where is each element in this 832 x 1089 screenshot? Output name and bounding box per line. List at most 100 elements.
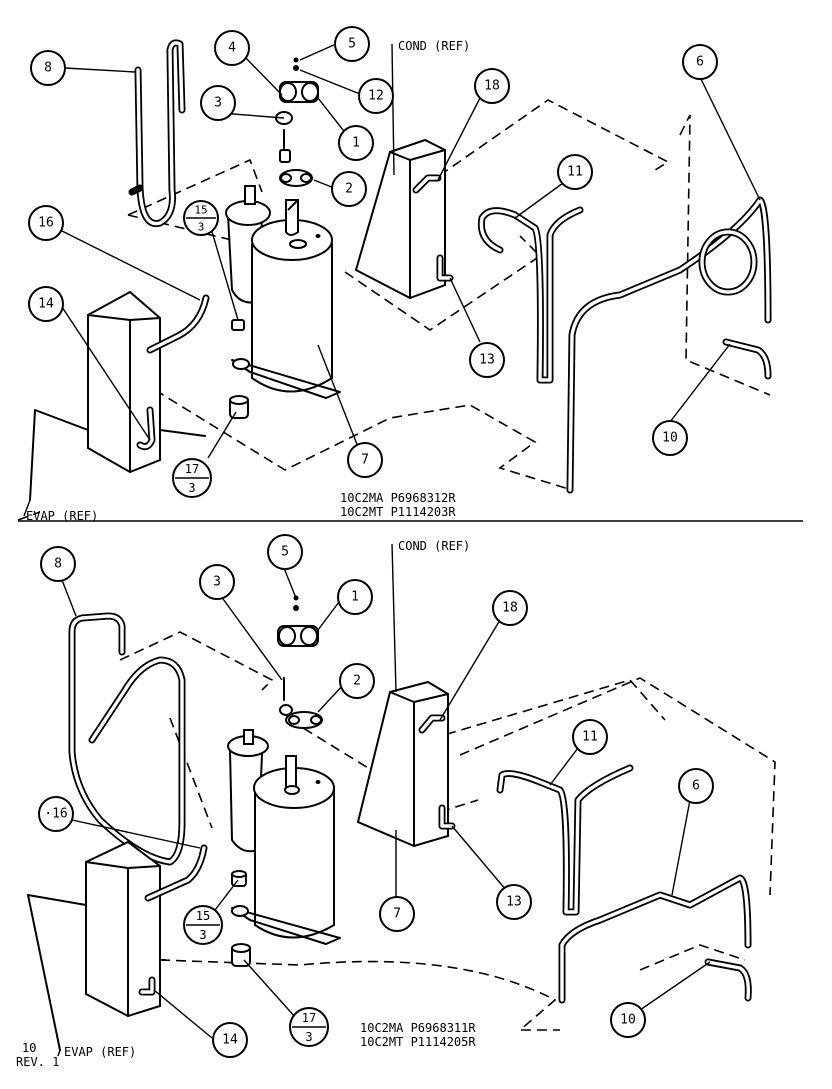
callout-5: 5 [334,26,370,62]
condenser [356,680,456,848]
dashed-outline [679,114,771,396]
dashed-outline [127,158,263,216]
valve-assembly [275,57,319,187]
svg-text:8: 8 [44,61,52,76]
svg-text:3: 3 [213,575,221,590]
callout-14: 14 [28,286,64,322]
svg-text:2: 2 [345,182,353,197]
page-code: 10 [22,1041,36,1055]
svg-text:7: 7 [393,907,401,922]
revision-label: REV. 1 [16,1055,59,1069]
svg-text:3: 3 [214,96,222,111]
svg-text:1: 1 [351,590,359,605]
callout-11: 11 [572,719,608,755]
model-line-2: 10C2MT P1114205R [360,1035,476,1049]
svg-text:3: 3 [198,221,205,234]
top-diagram [17,39,772,521]
svg-text:18: 18 [502,601,518,616]
callout-17-3: 173 [172,458,212,498]
bottom-callouts: 8 3 5 1 2 ·16 153 173 14 7 18 11 13 6 10 [38,534,714,1058]
callout-12: 12 [358,78,394,114]
callout-6: 6 [678,768,714,804]
callout-6: 6 [682,44,718,80]
callout-2: 2 [331,171,367,207]
svg-text:13: 13 [506,895,522,910]
svg-text:17: 17 [302,1011,316,1025]
svg-text:14: 14 [222,1033,238,1048]
condenser [354,138,454,300]
svg-text:4: 4 [228,41,236,56]
callout-14: 14 [212,1022,248,1058]
callout-7: 7 [379,896,415,932]
callout-8: 8 [30,50,66,86]
compressor [227,729,341,945]
svg-text:·16: ·16 [44,807,67,822]
svg-text:10: 10 [620,1013,636,1028]
svg-text:1: 1 [352,136,360,151]
svg-text:2: 2 [353,674,361,689]
callout-7: 7 [347,442,383,478]
evap-ref-label: EVAP (REF) [26,509,98,523]
svg-text:13: 13 [479,353,495,368]
callout-13: 13 [469,342,505,378]
callout-15-3: 153 [183,200,219,236]
callout-5: 5 [267,534,303,570]
callout-3: 3 [199,564,235,600]
callout-4: 4 [214,30,250,66]
model-line-1: 10C2MA P6968311R [360,1021,476,1035]
callout-18: 18 [474,68,510,104]
cond-ref-label: COND (REF) [398,39,470,53]
callout-18: 18 [492,590,528,626]
callout-8: 8 [40,546,76,582]
callout-16: 16 [28,205,64,241]
evaporator [27,840,208,1051]
valve-assembly [277,595,323,729]
evap-ref-label: EVAP (REF) [64,1045,136,1059]
svg-text:14: 14 [38,297,54,312]
svg-text:3: 3 [199,928,206,942]
model-line-2: 10C2MT P1114203R [340,505,456,519]
dashed-outline [639,944,746,971]
dashed-outline [17,511,41,521]
callout-3: 3 [200,85,236,121]
callout-10: 10 [610,1002,646,1038]
dashed-outline [344,235,542,331]
callout-1: 1 [337,579,373,615]
callout-17-3: 173 [289,1007,329,1047]
dashed-outline [399,679,666,749]
svg-text:17: 17 [185,462,199,476]
svg-text:5: 5 [281,545,289,560]
dashed-outline [459,677,776,896]
svg-text:15: 15 [196,909,210,923]
callout-1: 1 [338,125,374,161]
svg-text:18: 18 [484,79,500,94]
dashed-outline [154,389,573,491]
svg-text:6: 6 [692,779,700,794]
cond-ref-label: COND (REF) [398,539,470,553]
callout-13: 13 [496,884,532,920]
svg-text:11: 11 [567,165,583,180]
top-callouts: 8 4 5 12 3 1 2 153 16 14 173 7 18 11 6 1… [28,26,718,498]
svg-text:3: 3 [305,1030,312,1044]
svg-text:15: 15 [194,204,207,217]
svg-text:5: 5 [348,37,356,52]
svg-text:16: 16 [38,216,54,231]
callout-10: 10 [652,420,688,456]
svg-text:6: 6 [696,55,704,70]
model-line-1: 10C2MA P6968312R [340,491,456,505]
svg-text:12: 12 [368,89,384,104]
svg-text:10: 10 [662,431,678,446]
svg-text:3: 3 [188,481,195,495]
svg-text:7: 7 [361,453,369,468]
callout-16: ·16 [38,796,74,832]
dashed-outline [159,959,560,1031]
dashed-outline [386,99,670,213]
dashed-outline [119,631,274,691]
callout-15-3: 153 [183,905,223,945]
bottom-diagram [27,595,776,1051]
svg-text:8: 8 [54,557,62,572]
callout-2: 2 [339,663,375,699]
svg-text:11: 11 [582,730,598,745]
compressor [225,185,341,399]
